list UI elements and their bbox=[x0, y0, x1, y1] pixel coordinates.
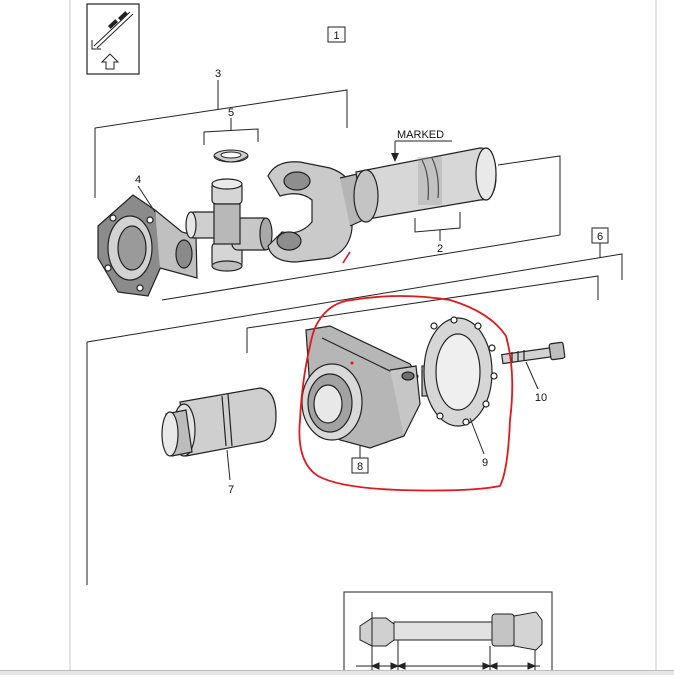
callout-7-label: 7 bbox=[228, 484, 234, 496]
leader-10 bbox=[525, 361, 539, 390]
callout-9-label: 9 bbox=[482, 457, 488, 469]
driveshaft-yoke bbox=[267, 161, 369, 263]
marked-label: MARKED bbox=[397, 129, 444, 141]
callout-8-label: 8 bbox=[357, 461, 363, 473]
callout-5-label: 5 bbox=[228, 107, 234, 119]
leader-4 bbox=[137, 185, 156, 213]
callout-3-label: 3 bbox=[215, 68, 221, 80]
lower-group-outline bbox=[86, 243, 623, 585]
part-10-bolt bbox=[501, 341, 566, 365]
callout-6-label: 6 bbox=[597, 231, 603, 243]
red-pen-mark bbox=[342, 251, 351, 264]
highlight-circle bbox=[298, 295, 514, 492]
view-orientation-icon bbox=[86, 3, 140, 75]
universal-joint-cross bbox=[185, 178, 273, 272]
part-7-sleeve bbox=[161, 387, 277, 457]
part-5-snap-ring bbox=[213, 149, 249, 163]
part-2-shaft-tube bbox=[353, 147, 497, 223]
callout-4-label: 4 bbox=[135, 174, 141, 186]
part-9-companion-flange bbox=[421, 316, 498, 427]
callout-2-label: 2 bbox=[437, 243, 443, 255]
leader-bracket-2 bbox=[414, 212, 461, 241]
marked-indicator: MARKED bbox=[391, 129, 452, 162]
driveshaft-reference-thumbnail bbox=[343, 591, 553, 680]
upper-group-outline bbox=[94, 155, 561, 301]
window-bottom-scrollbar[interactable] bbox=[0, 670, 674, 675]
red-dot-mark bbox=[350, 361, 354, 365]
part-4-flange bbox=[97, 194, 198, 297]
callout-box-1: 1 bbox=[327, 26, 346, 43]
callout-1-label: 1 bbox=[333, 30, 339, 42]
leader-bracket-3 bbox=[94, 80, 348, 176]
part-8-center-bearing bbox=[301, 325, 421, 449]
leader-7 bbox=[226, 449, 231, 481]
leader-bracket-5 bbox=[203, 118, 259, 145]
leader-9 bbox=[469, 417, 485, 455]
callout-box-6: 6 bbox=[591, 227, 609, 244]
callout-10-label: 10 bbox=[535, 392, 547, 404]
callout-box-8: 8 bbox=[351, 457, 369, 474]
